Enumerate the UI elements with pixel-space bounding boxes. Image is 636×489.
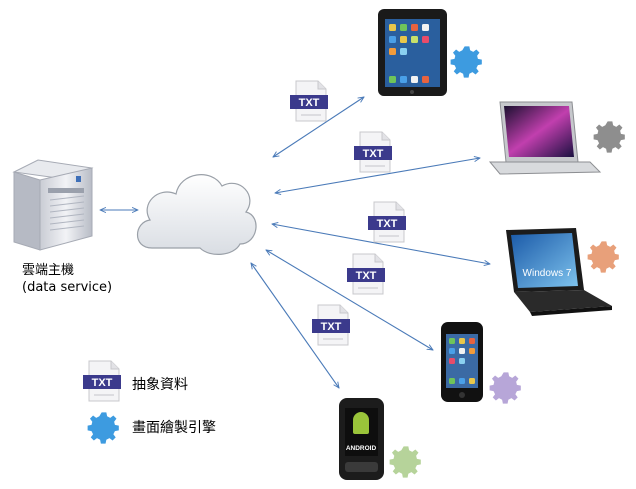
legend-document-icon: TXT [83,360,121,402]
legend-abstract-data-label: 抽象資料 [132,377,188,393]
arrow-cloud-macbook [275,158,480,193]
legend-gear-icon [87,412,119,444]
gear-icon [389,446,421,478]
gear-icon [489,372,521,404]
document-icon: TXT [368,201,406,243]
gear-icon [593,121,625,153]
cloud-icon [136,174,257,255]
arrow-cloud-android [251,263,339,388]
doc-label: TXT [299,97,320,109]
laptop-mac-icon [488,101,602,175]
server-caption: 雲端主機 (data service) [22,262,132,296]
android-phone-icon: ANDROID [339,398,384,480]
android-label: ANDROID [346,445,377,452]
doc-label: TXT [356,270,377,282]
arrow-cloud-windows-laptop [272,224,490,264]
server-title: 雲端主機 [22,263,75,278]
document-icon: TXT [290,80,328,122]
server-icon [12,159,94,251]
document-icon: TXT [347,253,385,295]
doc-label: TXT [363,148,384,160]
document-icon: TXT [354,131,392,173]
arrow-cloud-tablet [273,97,364,157]
document-icon: TXT [312,304,350,346]
connection-arrows [100,97,490,388]
legend-render-engine-label: 畫面繪製引擎 [132,420,216,436]
tablet-icon [378,9,447,96]
server-subtitle: (data service) [22,280,113,295]
laptop-windows-icon: Windows 7 [506,228,612,316]
gear-icon [587,241,619,273]
arrow-cloud-iphone [266,250,433,350]
gear-icon [450,46,482,78]
doc-label: TXT [377,218,398,230]
iphone-icon [441,322,483,402]
doc-label: TXT [321,321,342,333]
windows-logo-label: Windows 7 [523,268,572,279]
doc-label: TXT [92,377,113,389]
